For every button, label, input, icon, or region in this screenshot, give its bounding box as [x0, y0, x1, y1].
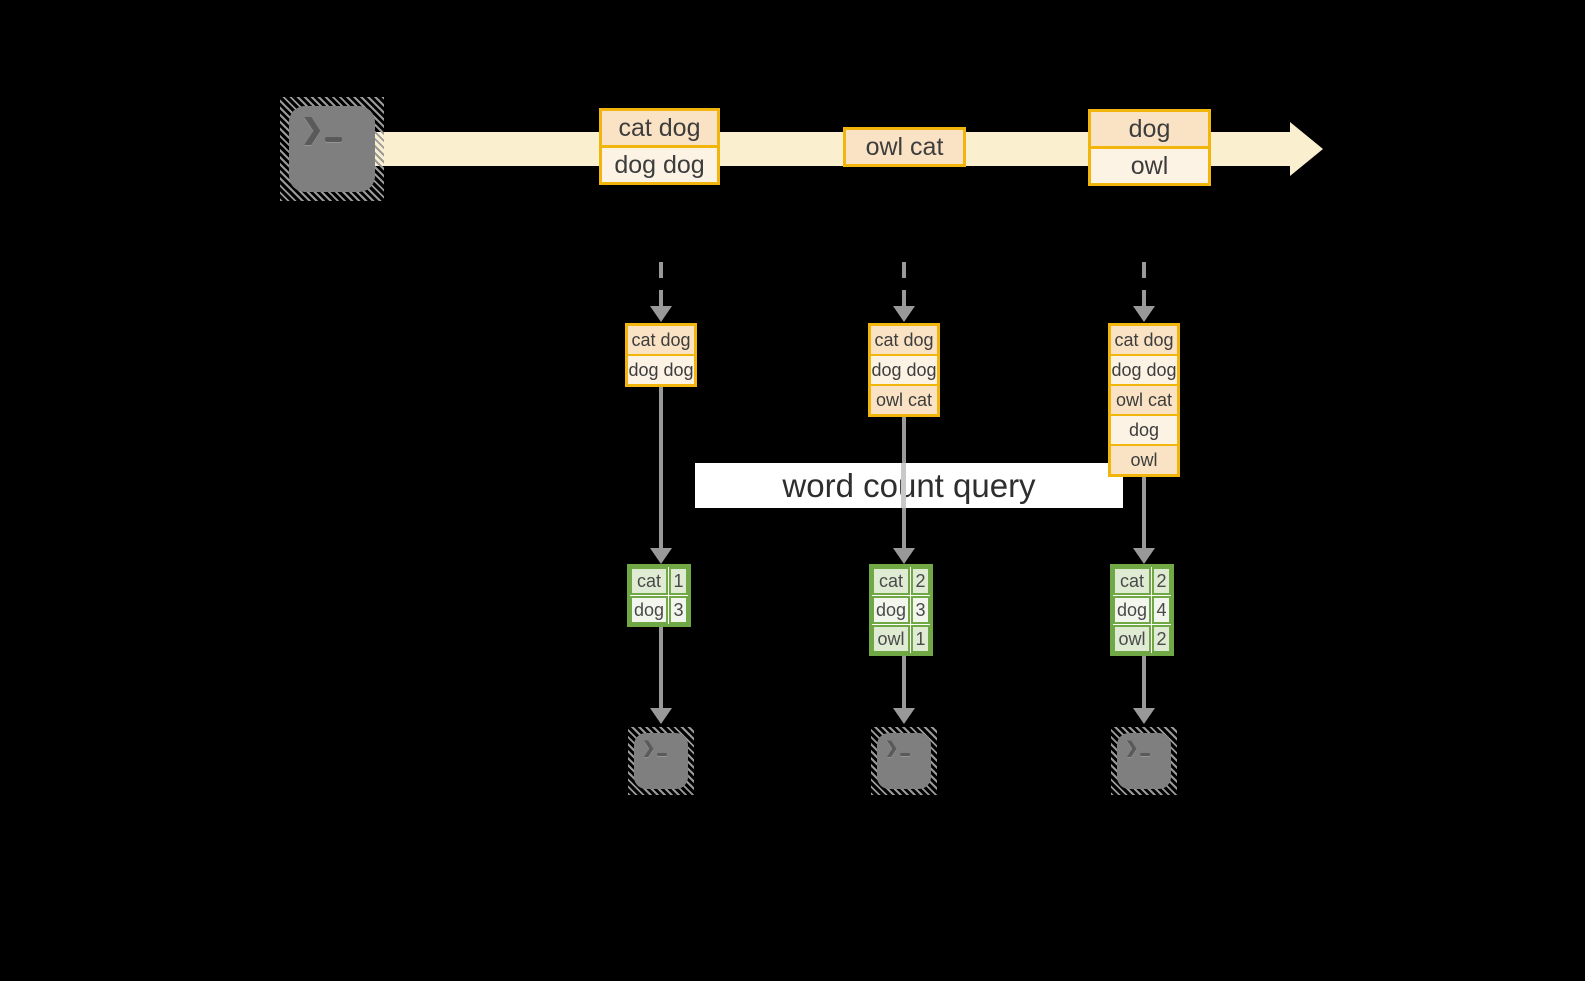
terminal-prompt-icon: ❯ — [642, 740, 656, 757]
terminal-cursor-icon — [1140, 753, 1150, 756]
arrow-line — [1142, 656, 1146, 708]
dashed-arrow-head-icon — [650, 306, 672, 322]
terminal-prompt-icon: ❯ — [301, 114, 324, 144]
terminal-cursor-icon — [900, 753, 910, 756]
stack-row: dog dog — [628, 354, 694, 384]
table-cell-word: owl — [1113, 625, 1151, 653]
input-stack-3: cat dog dog dog owl cat dog owl — [1108, 323, 1180, 477]
arrow-head-icon — [1133, 708, 1155, 724]
table-cell-count: 2 — [1152, 567, 1171, 595]
dashed-arrow-line — [902, 262, 906, 306]
event-row: owl cat — [846, 130, 963, 164]
table-cell-count: 1 — [669, 567, 688, 595]
terminal-cursor-icon — [657, 753, 667, 756]
arrow-head-icon — [893, 708, 915, 724]
table-cell-word: dog — [872, 596, 910, 624]
table-cell-count: 1 — [911, 625, 930, 653]
event-row: dog — [1091, 112, 1208, 146]
terminal-body: ❯ — [634, 733, 688, 789]
sink-terminal-icon: ❯ — [628, 727, 694, 795]
count-table-3: cat 2 dog 4 owl 2 — [1110, 564, 1174, 656]
dashed-arrow-line — [1142, 262, 1146, 306]
table-cell-word: dog — [1113, 596, 1151, 624]
stack-row: owl — [1111, 444, 1177, 474]
source-terminal-icon: ❯ — [280, 97, 384, 201]
dashed-arrow-line — [659, 262, 663, 306]
event-row: owl — [1091, 146, 1208, 183]
arrow-line — [1142, 475, 1146, 548]
stack-row: dog — [1111, 414, 1177, 444]
input-stack-2: cat dog dog dog owl cat — [868, 323, 940, 417]
stack-row: dog dog — [1111, 354, 1177, 384]
arrow-head-icon — [650, 548, 672, 564]
arrow-head-icon — [650, 708, 672, 724]
event-batch-3: dog owl — [1088, 109, 1211, 186]
count-table-2: cat 2 dog 3 owl 1 — [869, 564, 933, 656]
arrow-line — [902, 656, 906, 708]
query-banner: word count query — [695, 463, 1123, 508]
dashed-arrow-head-icon — [1133, 306, 1155, 322]
dashed-arrow-head-icon — [893, 306, 915, 322]
terminal-prompt-icon: ❯ — [1125, 740, 1139, 757]
terminal-body: ❯ — [289, 106, 375, 192]
stack-row: owl cat — [871, 384, 937, 414]
table-cell-count: 2 — [911, 567, 930, 595]
sink-terminal-icon: ❯ — [871, 727, 937, 795]
arrow-line — [659, 627, 663, 708]
sink-terminal-icon: ❯ — [1111, 727, 1177, 795]
arrow-overlay-line — [901, 463, 906, 508]
stack-row: cat dog — [871, 326, 937, 354]
stack-row: cat dog — [1111, 326, 1177, 354]
terminal-prompt-icon: ❯ — [885, 740, 899, 757]
stack-row: owl cat — [1111, 384, 1177, 414]
table-cell-word: owl — [872, 625, 910, 653]
table-cell-word: cat — [1113, 567, 1151, 595]
arrow-head-icon — [1133, 548, 1155, 564]
event-batch-1: cat dog dog dog — [599, 108, 720, 185]
table-cell-count: 2 — [1152, 625, 1171, 653]
table-cell-count: 3 — [669, 596, 688, 624]
stack-row: dog dog — [871, 354, 937, 384]
arrow-head-icon — [893, 548, 915, 564]
table-cell-count: 3 — [911, 596, 930, 624]
event-row: cat dog — [602, 111, 717, 145]
table-cell-count: 4 — [1152, 596, 1171, 624]
event-batch-2: owl cat — [843, 127, 966, 167]
table-cell-word: dog — [630, 596, 668, 624]
input-stack-1: cat dog dog dog — [625, 323, 697, 387]
stack-row: cat dog — [628, 326, 694, 354]
event-stream-arrowhead-icon — [1290, 122, 1323, 176]
table-cell-word: cat — [630, 567, 668, 595]
terminal-body: ❯ — [1117, 733, 1171, 789]
event-row: dog dog — [602, 145, 717, 182]
terminal-cursor-icon — [325, 137, 342, 142]
terminal-body: ❯ — [877, 733, 931, 789]
count-table-1: cat 1 dog 3 — [627, 564, 691, 627]
arrow-line — [659, 385, 663, 548]
table-cell-word: cat — [872, 567, 910, 595]
